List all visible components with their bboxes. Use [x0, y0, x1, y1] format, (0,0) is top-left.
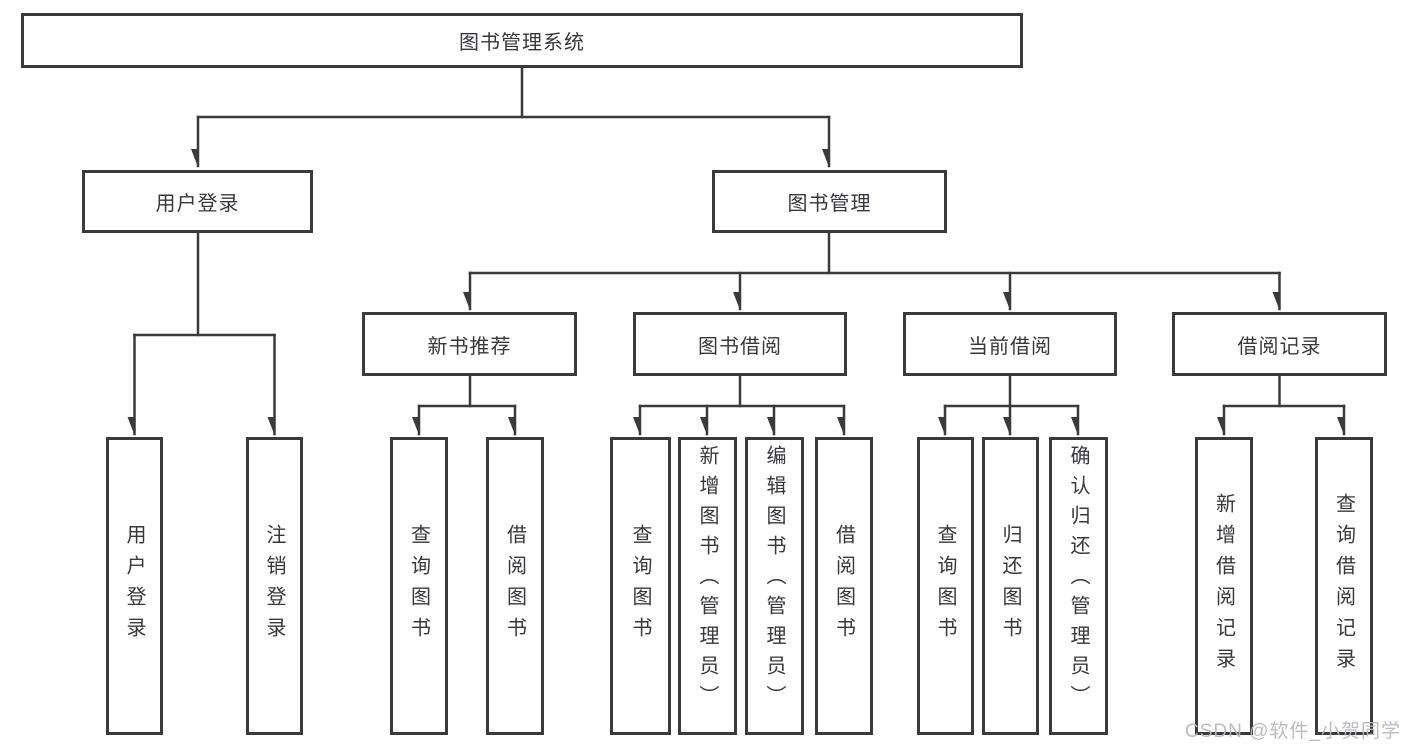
node-leaf-add-borrow-record: 新增借阅记录 — [1195, 437, 1253, 735]
node-leaf-return-books: 归还图书 — [982, 437, 1039, 735]
node-leaf-edit-books-admin: 编辑图书（管理员） — [745, 437, 804, 735]
node-leaf-user-login: 用户登录 — [106, 437, 163, 735]
node-borrow-records: 借阅记录 — [1172, 312, 1387, 376]
node-leaf-query-borrow-record: 查询借阅记录 — [1315, 437, 1373, 735]
node-root-system: 图书管理系统 — [21, 13, 1023, 68]
node-leaf-query-books-2: 查询图书 — [610, 437, 671, 735]
node-leaf-logout: 注销登录 — [246, 437, 303, 735]
node-new-book-recommend: 新书推荐 — [362, 312, 577, 376]
node-book-management-branch: 图书管理 — [712, 170, 947, 233]
node-leaf-borrow-books-1: 借阅图书 — [486, 437, 544, 735]
node-current-borrowing: 当前借阅 — [903, 312, 1117, 376]
node-leaf-borrow-books-2: 借阅图书 — [815, 437, 873, 735]
node-leaf-query-books-1: 查询图书 — [390, 437, 448, 735]
node-leaf-add-books-admin: 新增图书（管理员） — [678, 437, 737, 735]
node-book-borrowing: 图书借阅 — [633, 312, 847, 376]
node-user-login-branch: 用户登录 — [82, 170, 313, 233]
node-leaf-confirm-return-admin: 确认归还（管理员） — [1049, 437, 1108, 735]
node-leaf-query-books-3: 查询图书 — [917, 437, 974, 735]
csdn-watermark: CSDN @软件_小贺同学 — [1185, 721, 1401, 742]
